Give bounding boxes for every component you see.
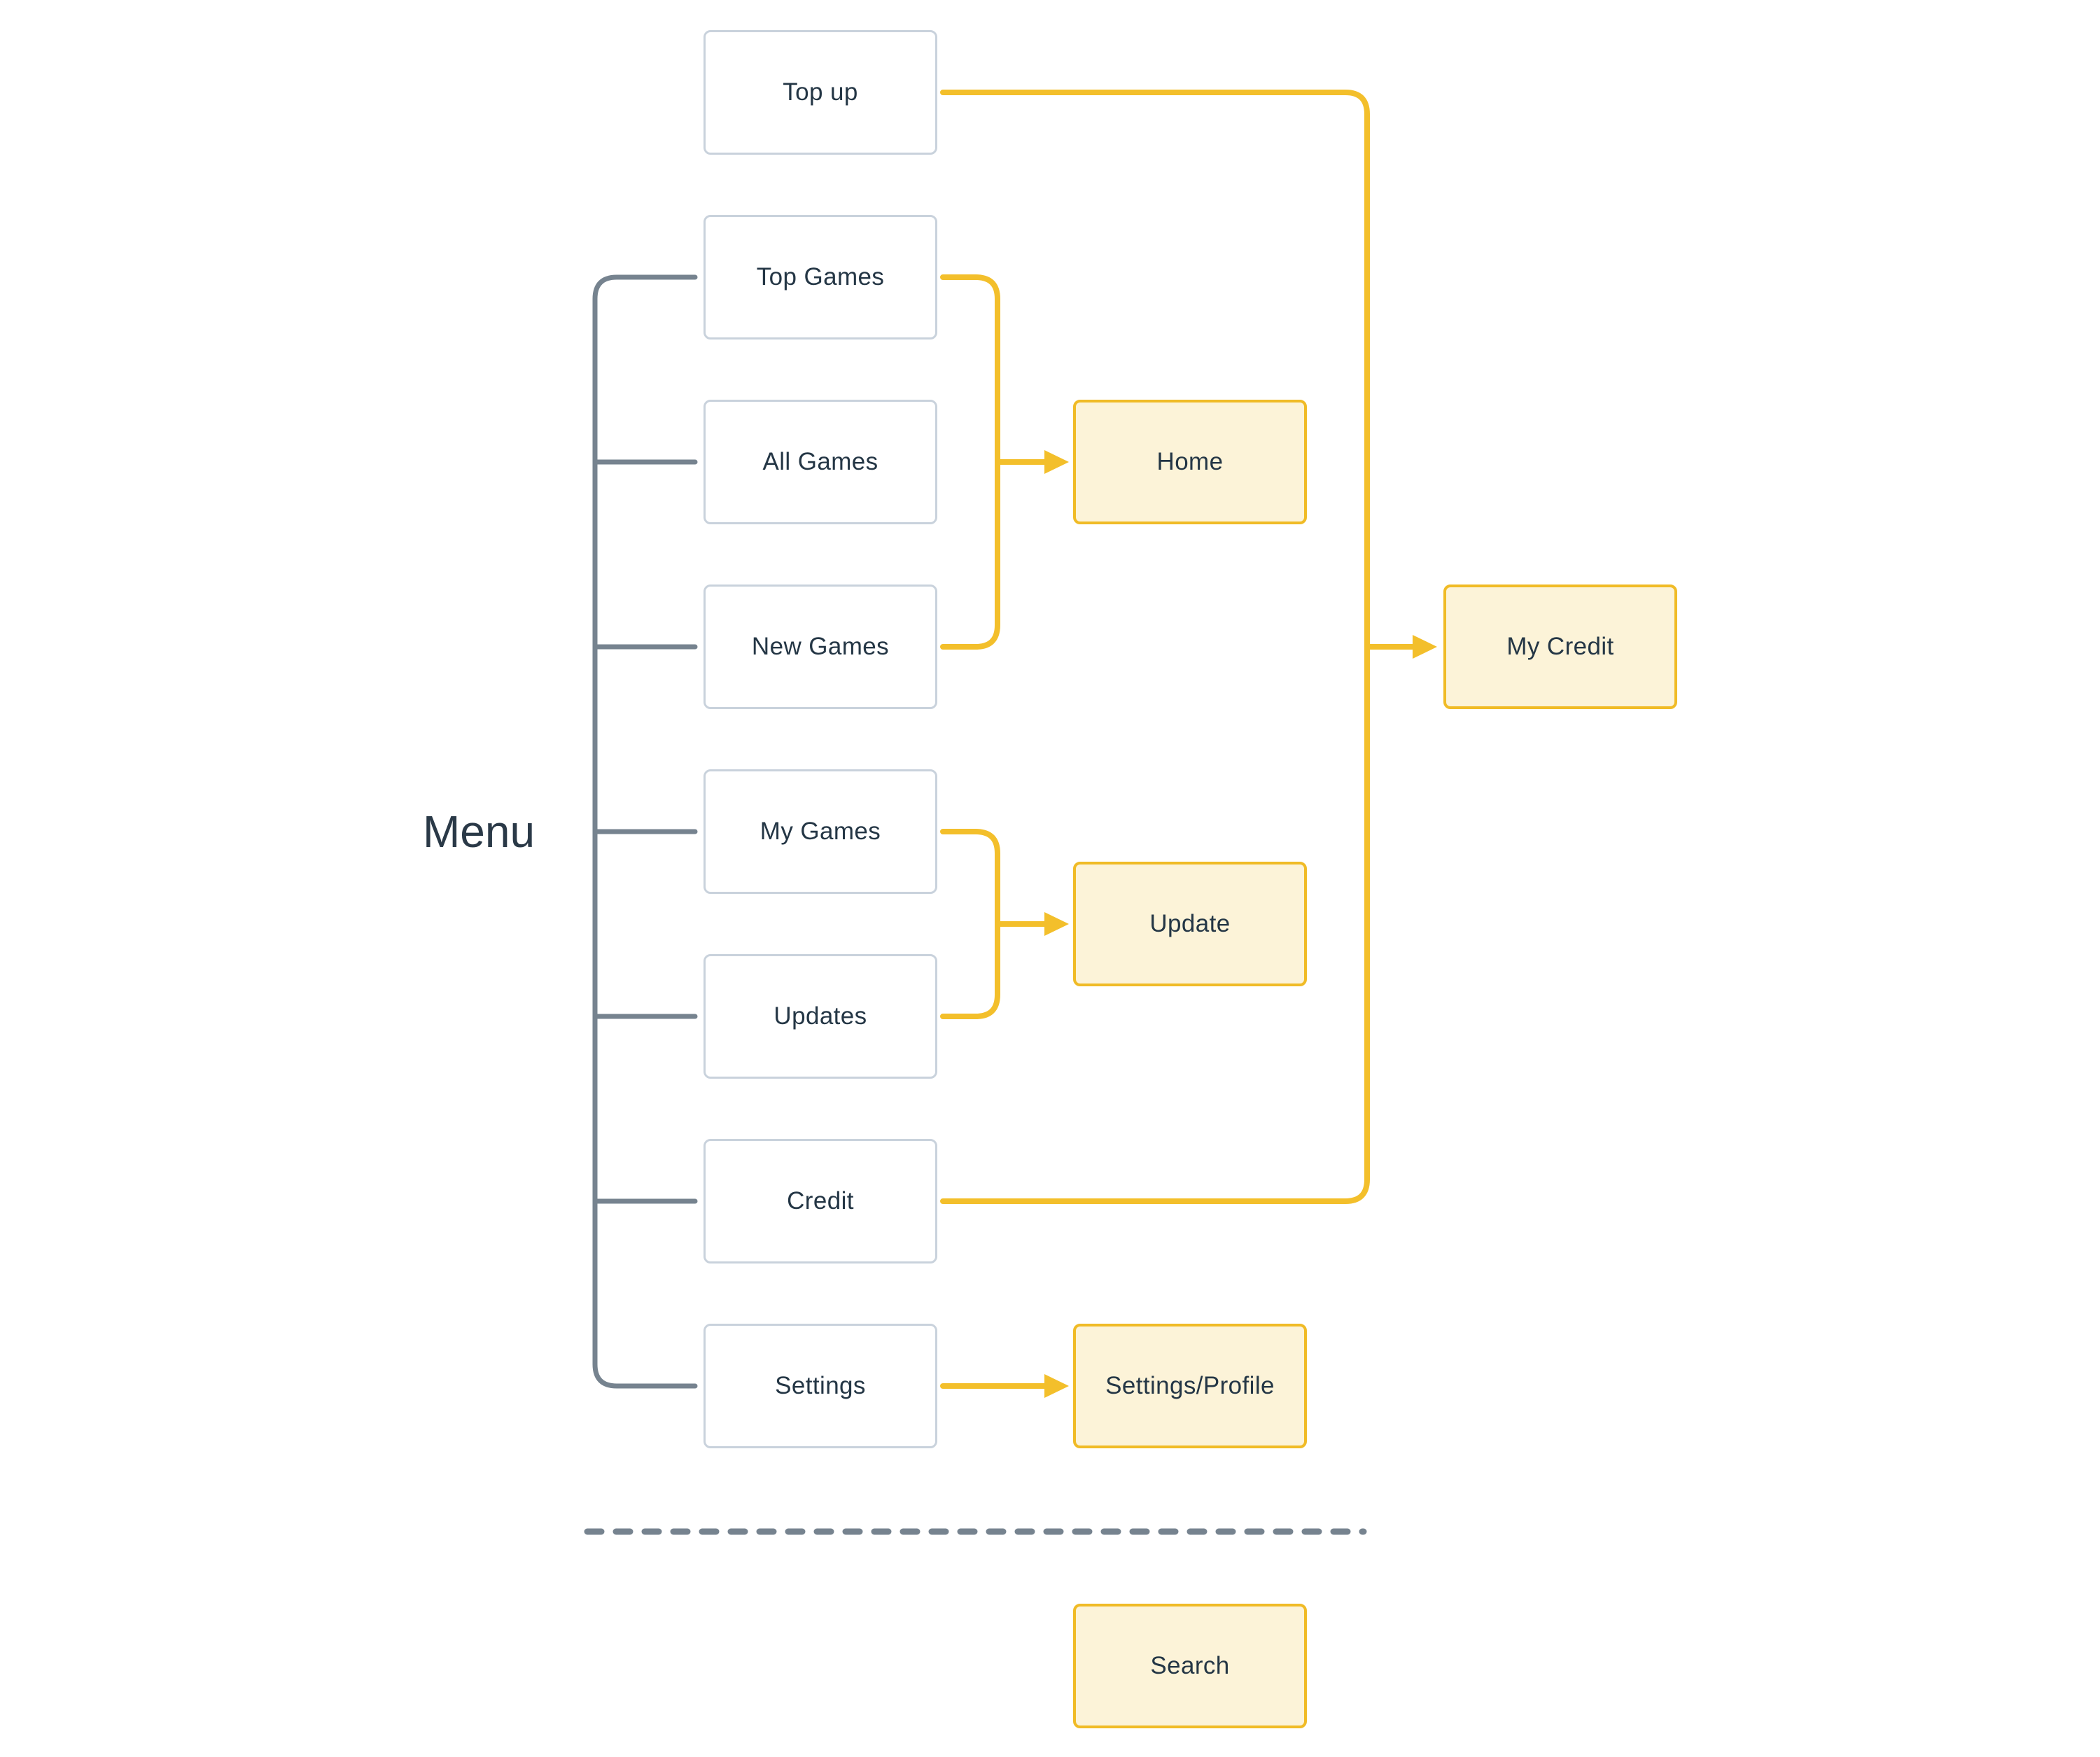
settings-to-settings-profile-connector	[940, 1374, 1069, 1398]
node-updates-label: Updates	[774, 1002, 867, 1030]
node-top-games-label: Top Games	[756, 263, 885, 290]
node-home-label: Home	[1156, 448, 1224, 475]
node-my-games: My Games	[704, 769, 937, 894]
node-all-games: All Games	[704, 400, 937, 524]
top-up-credit-to-my-credit-connector	[940, 90, 1437, 1204]
node-settings-profile-label: Settings/Profile	[1105, 1372, 1275, 1399]
top-games-new-games-to-home-connector	[940, 274, 1069, 650]
node-settings: Settings	[704, 1324, 937, 1448]
arrowhead	[1044, 912, 1069, 936]
node-my-credit: My Credit	[1443, 584, 1677, 709]
menu-group-label: Menu	[422, 806, 536, 857]
node-update: Update	[1073, 862, 1307, 986]
node-top-up: Top up	[704, 30, 937, 155]
node-all-games-label: All Games	[762, 448, 878, 475]
node-settings-profile: Settings/Profile	[1073, 1324, 1307, 1448]
node-top-up-label: Top up	[783, 78, 858, 106]
node-top-games: Top Games	[704, 215, 937, 340]
node-credit: Credit	[704, 1139, 937, 1264]
node-new-games: New Games	[704, 584, 937, 709]
menu-bracket-connector	[592, 274, 698, 1389]
node-update-label: Update	[1149, 910, 1231, 937]
node-my-games-label: My Games	[760, 818, 881, 845]
node-updates: Updates	[704, 954, 937, 1079]
arrowhead	[1044, 450, 1069, 474]
node-new-games-label: New Games	[751, 633, 890, 660]
node-search: Search	[1073, 1604, 1307, 1728]
node-credit-label: Credit	[787, 1187, 854, 1214]
node-search-label: Search	[1150, 1652, 1230, 1679]
node-my-credit-label: My Credit	[1506, 633, 1614, 660]
arrowhead	[1413, 635, 1437, 659]
my-games-updates-to-update-connector	[940, 829, 1069, 1019]
node-settings-label: Settings	[775, 1372, 866, 1399]
arrowhead	[1044, 1374, 1069, 1398]
node-home: Home	[1073, 400, 1307, 524]
